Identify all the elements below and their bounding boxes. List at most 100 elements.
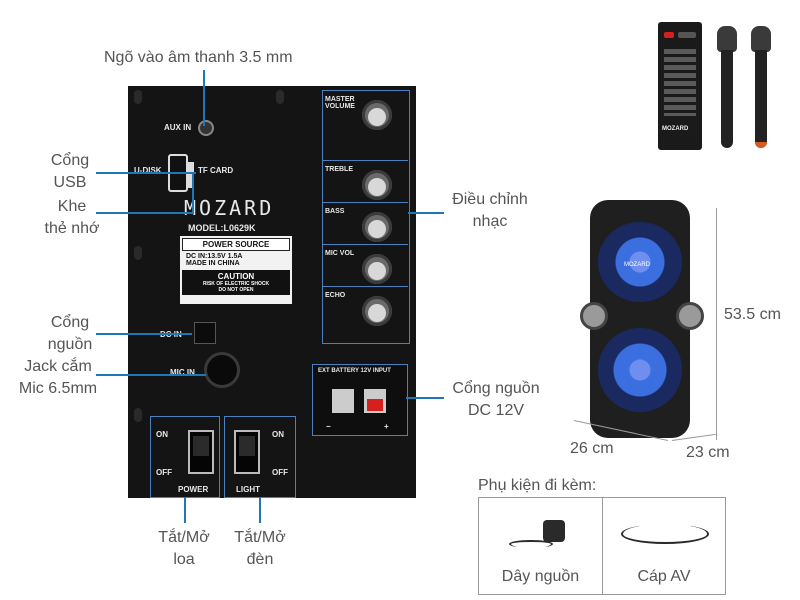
speaker-front: MOZARD [580, 200, 704, 440]
dc-port-callout-line [406, 397, 444, 399]
power-off-label: OFF [156, 468, 172, 477]
knob-separator [322, 160, 408, 161]
knob-echo[interactable] [362, 296, 392, 326]
microphone-1 [716, 26, 738, 148]
risk-line-1: RISK OF ELECTRIC SHOCK [202, 281, 270, 287]
knob-separator [322, 202, 408, 203]
u-disk-label: U-DISK [134, 166, 162, 175]
remote-brand: MOZARD [662, 126, 689, 132]
model-label: MODEL:L0629K [188, 223, 256, 233]
speaker-back-panel: AUX IN U-DISK TF CARD MOZARD MODEL:L0629… [128, 86, 416, 498]
dc-in-spec: DC IN:13.5V 1.5A [186, 253, 243, 260]
knob-label: MASTER VOLUME [325, 96, 355, 110]
power-cord-label: Dây nguồn [501, 568, 580, 585]
knob-treble[interactable] [362, 170, 392, 200]
caution-title: CAUTION [217, 272, 255, 281]
mic-in-label: MIC IN [170, 368, 195, 377]
light-on-label: ON [272, 430, 284, 439]
brand-logo: MOZARD [184, 196, 275, 220]
terminal-negative [332, 389, 354, 413]
mic-jack-callout-line1: Jack cắm [24, 358, 92, 375]
accessories-divider [602, 498, 603, 594]
accessories-heading: Phụ kiện đi kèm: [478, 477, 597, 494]
music-callout-line1: Điều chỉnh [452, 191, 528, 208]
power-switch[interactable] [188, 430, 214, 474]
remote-button [678, 32, 696, 38]
dc-port-callout: Cổng nguồn DC 12V [444, 378, 548, 422]
light-label: LIGHT [236, 485, 260, 494]
tf-card-label: TF CARD [198, 166, 234, 175]
screw-icon [134, 90, 142, 104]
light-switch-callout-line2: đèn [246, 551, 274, 568]
music-callout: Điều chỉnh nhạc [444, 189, 536, 233]
caution-block: CAUTION RISK OF ELECTRIC SHOCK DO NOT OP… [182, 270, 290, 295]
mic-jack-callout-line [96, 374, 206, 376]
right-tweeter [676, 302, 704, 330]
power-port-callout-line [96, 333, 192, 335]
knob-master-volume[interactable] [362, 100, 392, 130]
speaker-switch-callout-line1: Tắt/Mở [158, 529, 210, 546]
slot-callout-line [96, 212, 194, 214]
mic-in-jack [204, 352, 240, 388]
tf-card-slot [188, 162, 194, 188]
dc-port-callout-line2: DC 12V [467, 402, 525, 419]
screw-icon [134, 408, 142, 422]
accessories-box: Dây nguồn Cáp AV [478, 497, 726, 595]
slot-callout-line-v [192, 172, 194, 214]
power-adapter-image [503, 514, 579, 554]
power-label: POWER [178, 485, 209, 494]
slot-callout: Khe thẻ nhớ [24, 196, 120, 240]
speaker-switch-callout-line [184, 497, 186, 523]
power-port-callout: Cổng nguồn [40, 312, 100, 356]
speaker-switch-callout: Tắt/Mở loa [146, 527, 222, 571]
light-switch-callout-line [259, 497, 261, 523]
screw-icon [134, 246, 142, 260]
knob-label: BASS [325, 208, 345, 215]
slot-callout-line1: Khe [57, 198, 87, 215]
knob-bass[interactable] [362, 212, 392, 242]
plus-sign: + [384, 422, 389, 431]
remote-power-button [664, 32, 674, 38]
light-switch-callout: Tắt/Mở đèn [222, 527, 298, 571]
dc-port-callout-line1: Cổng nguồn [452, 380, 540, 397]
aux-in-label: AUX IN [164, 123, 192, 132]
aux-in-jack [198, 120, 214, 136]
audio-in-callout: Ngõ vào âm thanh 3.5 mm [104, 49, 293, 66]
speaker-brand: MOZARD [624, 262, 650, 268]
av-cable-label: Cáp AV [637, 568, 691, 585]
lower-speaker-driver [598, 328, 682, 412]
aux-callout-line [203, 70, 205, 126]
knob-mic-vol[interactable] [362, 254, 392, 284]
slot-callout-line2: thẻ nhớ [44, 220, 100, 237]
microphone-2 [750, 26, 772, 148]
power-source-title: POWER SOURCE [182, 238, 290, 251]
light-off-label: OFF [272, 468, 288, 477]
mic-jack-callout: Jack cắm Mic 6.5mm [8, 356, 108, 400]
knob-separator [322, 286, 408, 287]
power-port-callout-line2: nguồn [47, 336, 93, 353]
upper-speaker-driver [598, 222, 682, 302]
knob-label: ECHO [325, 292, 346, 299]
knob-label: MIC VOL [325, 250, 355, 257]
music-callout-line [408, 212, 444, 214]
ext-battery-box [312, 364, 408, 436]
dc-in-jack [194, 322, 216, 344]
knob-separator [322, 244, 408, 245]
mic-jack-callout-line2: Mic 6.5mm [18, 380, 98, 397]
usb-callout-line [96, 172, 196, 174]
spec-sticker: POWER SOURCE DC IN:13.5V 1.5A MADE IN CH… [180, 236, 292, 304]
made-in-label: MADE IN CHINA [186, 260, 240, 267]
height-dimension-line [716, 208, 717, 440]
usb-callout-line2: USB [53, 174, 87, 191]
terminal-red [367, 399, 383, 411]
light-switch[interactable] [234, 430, 260, 474]
usb-callout: Cổng USB [40, 150, 100, 194]
usb-callout-line1: Cổng [50, 152, 90, 169]
knob-label: TREBLE [325, 166, 353, 173]
minus-sign: − [326, 422, 331, 431]
remote-keypad [664, 46, 696, 116]
light-switch-callout-line1: Tắt/Mở [234, 529, 286, 546]
power-on-label: ON [156, 430, 168, 439]
width-dimension: 26 cm [570, 440, 614, 457]
left-tweeter [580, 302, 608, 330]
